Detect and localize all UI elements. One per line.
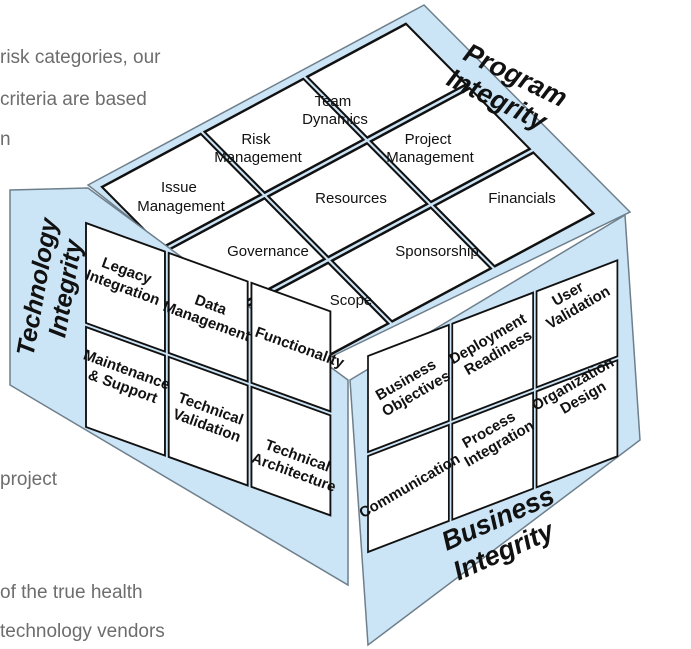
top-cell-sponsorship bbox=[330, 206, 493, 323]
top-cell-project-management bbox=[369, 86, 532, 204]
top-face: Team Dynamics Risk Management Project Ma… bbox=[86, 4, 632, 378]
right-cell-deployment-readiness bbox=[451, 291, 534, 421]
background-text-line-5: of the true health bbox=[0, 582, 143, 603]
right-face-grid bbox=[367, 258, 619, 554]
left-cell-technical-validation bbox=[167, 355, 249, 487]
top-label-project-management: Project Management bbox=[386, 131, 474, 166]
top-cell-resources bbox=[266, 141, 430, 259]
background-text-line-4: project bbox=[0, 469, 58, 490]
top-cell-financials bbox=[432, 151, 596, 268]
top-cell-issue-management bbox=[100, 132, 263, 250]
right-cell-organization-design bbox=[535, 358, 619, 489]
top-label-governance: Governance bbox=[227, 243, 309, 260]
background-text-line-2: criteria are based bbox=[0, 89, 147, 110]
top-label-sponsorship: Sponsorship bbox=[395, 243, 478, 260]
left-cell-maintenance-support bbox=[85, 325, 166, 457]
background-text-line-3: n bbox=[0, 129, 11, 150]
top-label-scope: Scope bbox=[330, 292, 373, 309]
right-cell-process-integration bbox=[451, 391, 534, 521]
right-cell-user-validation bbox=[535, 258, 619, 389]
left-face-grid bbox=[85, 221, 332, 517]
left-cell-data-management bbox=[167, 251, 249, 383]
top-label-team-dynamics: Team Dynamics bbox=[302, 93, 368, 128]
left-cell-technical-architecture bbox=[250, 385, 332, 517]
left-face: Legacy Integration Data Management Funct… bbox=[9, 187, 349, 587]
top-label-financials: Financials bbox=[488, 190, 556, 207]
background-text-line-1: risk categories, our bbox=[0, 47, 161, 68]
top-label-risk-management: Risk Management bbox=[214, 131, 302, 166]
right-cell-communication bbox=[367, 423, 450, 554]
top-cell-risk-management bbox=[202, 77, 366, 195]
left-cell-functionality bbox=[250, 281, 332, 413]
top-face-grid bbox=[100, 22, 596, 378]
top-label-issue-management: Issue Management bbox=[137, 179, 225, 215]
top-cell-team-dynamics bbox=[305, 22, 468, 139]
left-cell-legacy-integration bbox=[85, 221, 166, 353]
right-cell-business-objectives bbox=[367, 323, 450, 454]
left-label-maintenance-support: Maintenance & Support bbox=[75, 347, 176, 411]
background-text-line-6: technology vendors bbox=[0, 621, 165, 642]
top-label-resources: Resources bbox=[315, 190, 387, 207]
